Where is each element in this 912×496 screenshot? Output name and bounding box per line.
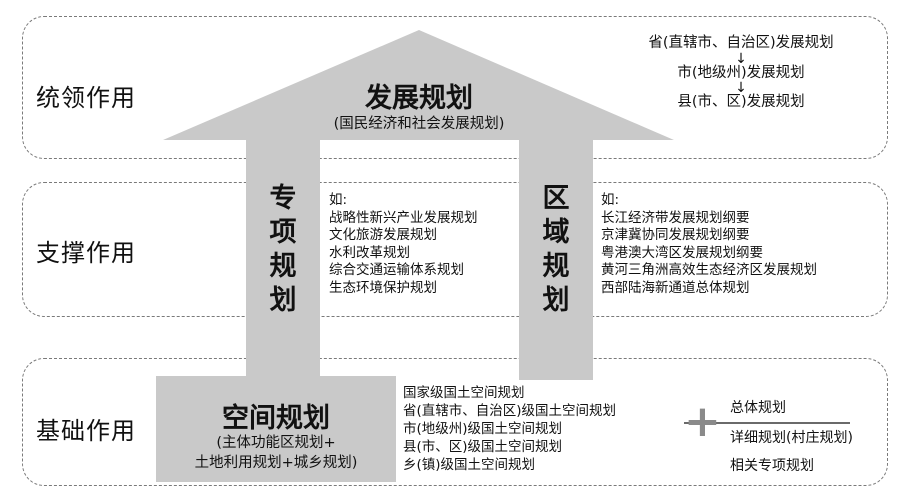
special-example: 文化旅游发展规划: [329, 227, 437, 244]
special-plan-char: 规: [269, 251, 297, 282]
regional-example: 西部陆海新通道总体规划: [601, 279, 750, 296]
regional-plan-char: 域: [542, 217, 570, 248]
special-plan-title: 专 项 规 划: [266, 182, 300, 318]
band-label-lead: 统领作用: [36, 84, 136, 112]
special-plan-char: 专: [269, 183, 297, 214]
regional-plan-char: 规: [542, 251, 570, 282]
spatial-addon-2: 详细规划(村庄规划): [730, 430, 853, 446]
roof-shape: [163, 30, 674, 140]
spatial-addon-1: 总体规划: [730, 400, 786, 416]
pillar-left: [246, 140, 320, 380]
examples-label: 如:: [601, 192, 620, 208]
spatial-level: 国家级国土空间规划: [403, 385, 525, 401]
base-block: [156, 376, 396, 482]
regional-example: 粤港澳大湾区发展规划纲要: [601, 244, 763, 261]
spatial-plan-title: 空间规划: [222, 403, 330, 434]
dev-plan-title: 发展规划: [365, 83, 473, 114]
regional-plan-title: 区 域 规 划: [539, 182, 573, 318]
spatial-plan-subtitle-1: (主体功能区规划+: [216, 435, 336, 451]
down-arrow-icon: ↓: [735, 50, 747, 67]
regional-plan-char: 划: [542, 285, 570, 316]
special-plan-char: 项: [269, 217, 297, 248]
special-plan-char: 划: [269, 285, 297, 316]
regional-plan-examples: 如: 长江经济带发展规划纲要 京津冀协同发展规划纲要 粤港澳大湾区发展规划纲要 …: [601, 192, 817, 298]
dev-plan-subtitle: (国民经济和社会发展规划): [333, 116, 505, 132]
special-example: 战略性新兴产业发展规划: [329, 209, 478, 226]
pillar-right: [519, 140, 593, 380]
regional-plan-char: 区: [542, 183, 570, 214]
spatial-level: 乡(镇)级国土空间规划: [403, 457, 536, 473]
band-lead: [22, 16, 888, 159]
spatial-plan-levels: 国家级国土空间规划 省(直辖市、自治区)级国土空间规划 市(地级州)级国土空间规…: [403, 384, 616, 474]
special-example: 生态环境保护规划: [329, 279, 437, 296]
spatial-level: 县(市、区)级国土空间规划: [403, 439, 563, 455]
special-plan-examples: 如: 战略性新兴产业发展规划 文化旅游发展规划 水利改革规划 综合交通运输体系规…: [329, 192, 478, 298]
dev-hierarchy: 省(直辖市、自治区)发展规划 ↓ 市(地级州)发展规划 ↓ 县(市、区)发展规划: [596, 35, 886, 112]
band-base: [22, 358, 888, 486]
spatial-addon-3: 相关专项规划: [730, 458, 814, 474]
hierarchy-province: 省(直辖市、自治区)发展规划: [648, 35, 834, 51]
spatial-level: 省(直辖市、自治区)级国土空间规划: [403, 403, 617, 419]
regional-example: 黄河三角洲高效生态经济区发展规划: [601, 262, 817, 279]
spatial-level: 市(地级州)级国土空间规划: [403, 421, 563, 437]
band-label-base: 基础作用: [36, 417, 136, 445]
regional-example: 长江经济带发展规划纲要: [601, 209, 750, 226]
band-support: [22, 182, 888, 317]
down-arrow-icon: ↓: [735, 80, 747, 97]
special-example: 综合交通运输体系规划: [329, 262, 464, 279]
examples-label: 如:: [329, 192, 348, 208]
band-label-support: 支撑作用: [36, 239, 136, 267]
regional-example: 京津冀协同发展规划纲要: [601, 227, 750, 244]
hierarchy-county: 县(市、区)发展规划: [677, 94, 805, 111]
hierarchy-city: 市(地级州)发展规划: [677, 64, 805, 81]
plus-icon: +: [684, 396, 721, 447]
special-example: 水利改革规划: [329, 244, 410, 261]
spatial-plan-subtitle-2: 土地利用规划+城乡规划): [194, 455, 358, 471]
